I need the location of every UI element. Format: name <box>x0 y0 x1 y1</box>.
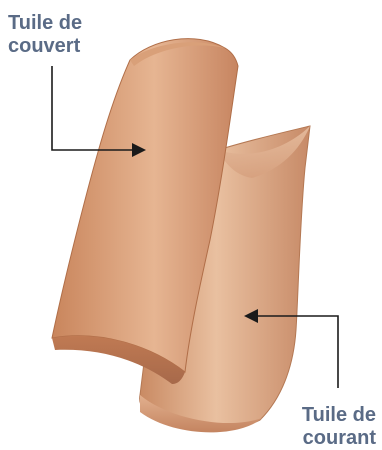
tuile-de-courant-label: Tuile de courant <box>302 404 376 450</box>
tuile-de-courant-label-line2: courant <box>302 427 376 450</box>
tuile-de-couvert-label-line2: couvert <box>8 35 82 58</box>
tuile-de-couvert-label-line1: Tuile de <box>8 12 82 35</box>
tuile-de-couvert-label: Tuile de couvert <box>8 12 82 58</box>
tuile-de-courant-label-line1: Tuile de <box>302 404 376 427</box>
